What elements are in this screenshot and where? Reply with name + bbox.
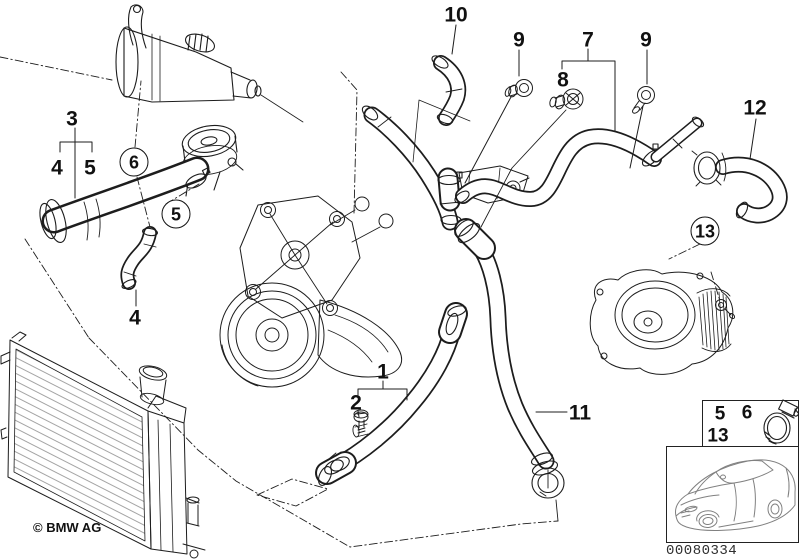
callout-9-right[interactable]: 9 <box>640 28 652 52</box>
callout-1[interactable]: 1 <box>377 360 389 384</box>
throttle-body-illustration <box>589 269 736 375</box>
connecting-hose-illustration <box>361 105 463 231</box>
bolt-9-left-illustration <box>504 79 533 98</box>
callout-4-lower[interactable]: 4 <box>129 306 141 330</box>
zone-boundary-lines <box>0 56 721 548</box>
callout-4-upper[interactable]: 4 <box>51 156 63 180</box>
legend-13[interactable]: 13 <box>707 425 729 447</box>
hose-10-illustration <box>431 55 467 126</box>
hose-7-illustration <box>454 116 705 207</box>
hose-clamp-icon <box>763 399 799 445</box>
legend-6[interactable]: 6 <box>741 402 753 424</box>
hose-11-illustration <box>454 218 565 499</box>
callout-13-circled[interactable]: 13 <box>690 216 720 246</box>
elbow-hose-illustration <box>120 226 158 290</box>
leader-lines <box>59 24 757 522</box>
callout-6-circled[interactable]: 6 <box>119 147 149 177</box>
diagram-part-number: 00080334 <box>666 543 738 559</box>
car-sedan-icon <box>675 459 796 531</box>
callout-2[interactable]: 2 <box>350 391 362 415</box>
callout-10[interactable]: 10 <box>444 3 468 27</box>
copyright-notice: © BMW AG <box>33 520 102 535</box>
expansion-tank-illustration <box>115 4 304 123</box>
bolt-2-illustration <box>353 409 369 434</box>
hose-1-illustration <box>315 302 468 486</box>
callout-5-upper[interactable]: 5 <box>84 156 96 180</box>
sensor-8-illustration <box>549 88 584 110</box>
water-pump-illustration <box>219 195 403 388</box>
bolt-9-right-illustration <box>632 86 655 114</box>
hose-12-illustration <box>691 150 788 224</box>
callout-12[interactable]: 12 <box>743 96 767 120</box>
clamp-legend-box[interactable]: 5 6 13 <box>702 399 799 448</box>
callout-7[interactable]: 7 <box>582 28 594 52</box>
legend-5[interactable]: 5 <box>714 403 726 425</box>
callout-3[interactable]: 3 <box>66 107 78 131</box>
callout-9-left[interactable]: 9 <box>513 28 525 52</box>
vehicle-thumbnail-box[interactable] <box>666 446 799 543</box>
callout-5-circled[interactable]: 5 <box>161 199 191 229</box>
radiator-illustration <box>0 331 206 559</box>
callout-11[interactable]: 11 <box>568 401 592 425</box>
upper-radiator-hose-illustration <box>39 156 211 244</box>
callout-8[interactable]: 8 <box>557 68 569 92</box>
